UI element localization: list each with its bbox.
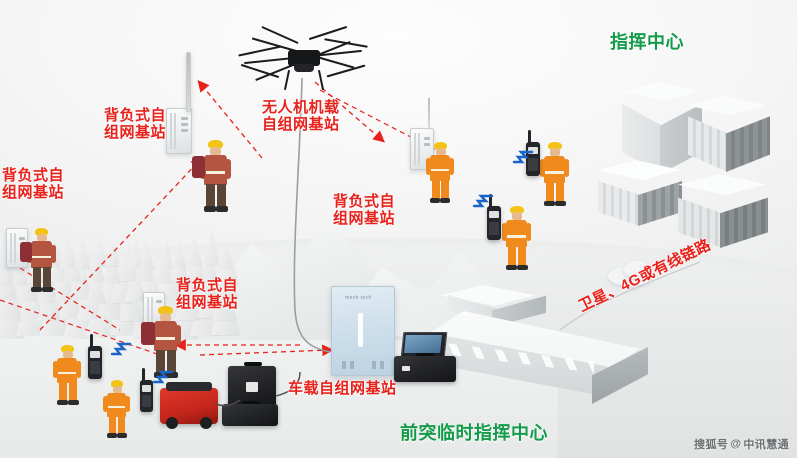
conifer-tree — [186, 232, 203, 267]
firefighter-radio-right[interactable] — [538, 142, 574, 210]
walkie-talkie-icon-left[interactable] — [88, 334, 102, 379]
conifer-tree — [203, 225, 220, 266]
conifer-tree — [171, 236, 187, 269]
firefighter-radio-left[interactable] — [52, 345, 86, 409]
firefighter-backpack-center[interactable] — [192, 140, 236, 216]
firefighter-backpack-forest[interactable] — [20, 228, 60, 296]
firefighter-radio-left-center[interactable] — [102, 380, 134, 442]
antenna-mast-center — [186, 52, 191, 112]
uav-mesh-station[interactable] — [236, 25, 368, 92]
firefighter-radio-center-right[interactable] — [500, 206, 536, 274]
rf-bolt-center — [472, 194, 494, 208]
equipment-case-flat[interactable] — [222, 401, 278, 426]
label-backpack-mesh-lower: 背负式自 组网基站 — [176, 277, 239, 311]
label-uav-mesh: 无人机机载 自组网基站 — [262, 99, 340, 133]
rf-bolt-left-center — [152, 370, 174, 384]
forward-command-shelter — [430, 285, 680, 420]
antenna-mast-right — [428, 98, 431, 130]
firefighter-backpack-lower[interactable] — [141, 306, 186, 382]
vehicle-mesh-station[interactable]: mesh tech — [331, 286, 395, 376]
walkie-talkie-icon-left-center[interactable] — [140, 368, 153, 412]
backpack-mesh-station-midforest[interactable] — [143, 292, 165, 328]
label-forward-command-center: 前突临时指挥中心 — [400, 423, 548, 443]
watermark-platform: 搜狐号 — [694, 439, 729, 451]
label-command-center: 指挥中心 — [610, 32, 684, 52]
rf-bolt-left — [110, 342, 132, 356]
conifer-tree — [74, 233, 91, 270]
label-backpack-mesh-forest: 背负式自 组网基站 — [2, 167, 65, 201]
backpack-mesh-station-center[interactable] — [166, 108, 192, 154]
rf-bolt-right — [512, 150, 534, 164]
label-backpack-mesh-center: 背负式自 组网基站 — [104, 107, 167, 141]
walkie-talkie-icon-center[interactable] — [487, 194, 501, 240]
watermark: 搜狐号 @ 中讯慧通 — [694, 436, 789, 452]
conifer-tree — [105, 237, 120, 267]
command-center-buildings — [592, 78, 792, 268]
conifer-tree — [159, 232, 173, 270]
firefighter-backpack-far-right[interactable] — [424, 142, 458, 206]
watermark-account: 中讯慧通 — [743, 439, 789, 451]
conifer-tree — [0, 235, 11, 270]
portable-generator[interactable] — [160, 382, 218, 429]
walkie-talkie-icon-right[interactable] — [526, 130, 540, 176]
transport-case-laptop[interactable] — [394, 353, 456, 382]
watermark-separator: @ — [730, 438, 742, 450]
label-backpack-mesh-right: 背负式自 组网基站 — [333, 193, 396, 227]
label-vehicle-mesh: 车载自组网基站 — [288, 380, 397, 397]
